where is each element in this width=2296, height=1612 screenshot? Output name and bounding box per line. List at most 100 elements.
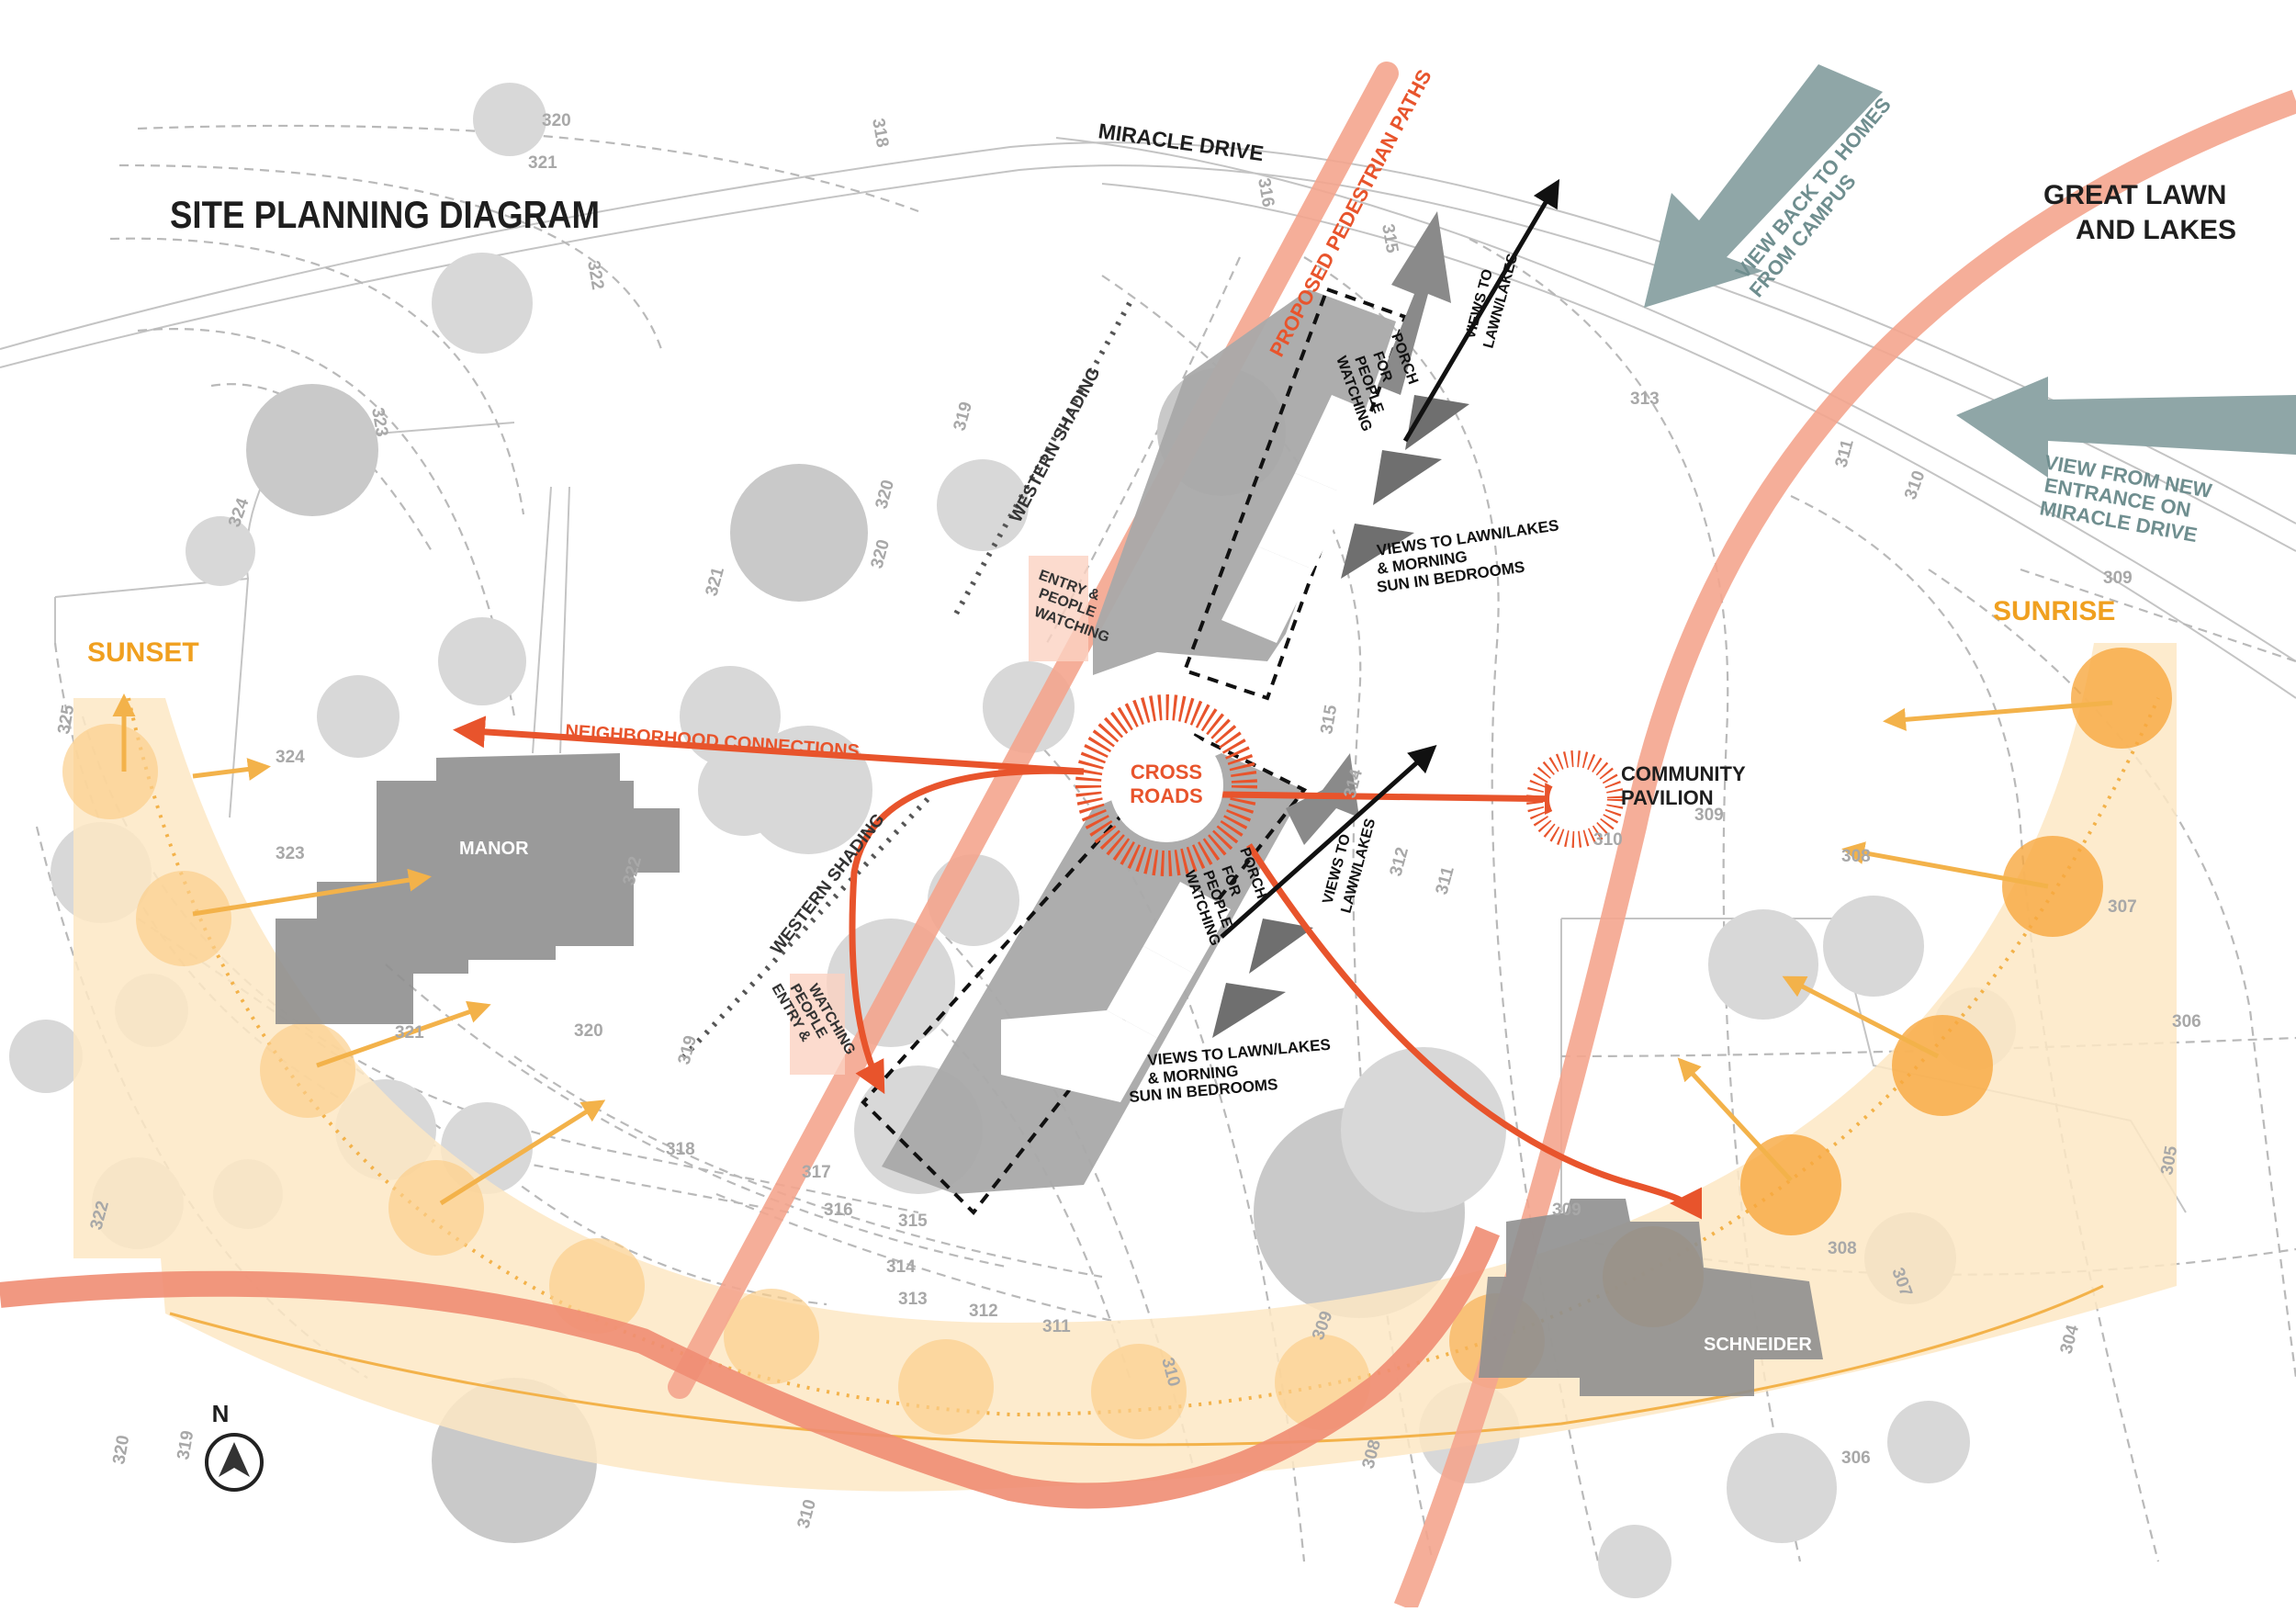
entry-zone-bottom	[790, 974, 845, 1075]
tree	[473, 83, 546, 156]
contour-label: 320	[574, 1021, 603, 1041]
unit-south-1	[1143, 882, 1231, 974]
schneider-label: SCHNEIDER	[1704, 1335, 1812, 1355]
sun-arrow	[1677, 1057, 1793, 1182]
views-bedroom-line: VIEWS TO LAWN/LAKES	[1147, 1036, 1332, 1069]
contour-label: 319	[951, 400, 976, 433]
contour-line	[715, 1192, 1121, 1325]
sunrise-label: SUNRISE	[1993, 596, 2115, 626]
pedestrian-path-ne	[668, 62, 1399, 1399]
contour-line	[137, 328, 516, 717]
great-lawn-label-2: AND LAKES	[2076, 215, 2236, 245]
views-bedroom-line: VIEWS TO LAWN/LAKES	[1376, 516, 1560, 559]
tree	[1823, 896, 1924, 997]
road-line	[1101, 183, 2296, 699]
contour-label: 321	[703, 565, 729, 598]
contour-label: 316	[824, 1201, 853, 1220]
contour-label: 312	[1387, 845, 1412, 878]
sun-arrow	[1841, 841, 2049, 889]
road-line	[532, 486, 570, 754]
porch-wedge	[1373, 450, 1442, 505]
page-title: SITE PLANNING DIAGRAM	[170, 193, 600, 236]
contour-line	[513, 1055, 1103, 1279]
views-arrow-label-bottom: VIEWS TO LAWN/LAKES	[1320, 817, 1379, 915]
contour-label: 306	[1841, 1449, 1871, 1468]
tree	[730, 464, 868, 602]
contour-label: 310	[1593, 830, 1623, 850]
proposed-bar-north-outline	[1182, 287, 1408, 701]
road-line	[1055, 137, 2296, 662]
contour-label: 318	[666, 1140, 695, 1159]
contour-line	[1928, 569, 2296, 1379]
contour-label: 309	[1694, 806, 1724, 825]
sun-circle	[2002, 836, 2103, 937]
sun-circle	[388, 1160, 484, 1256]
street-label-miracle-drive: MIRACLE DRIVE	[1097, 118, 1265, 165]
contour-label: 324	[276, 748, 305, 767]
crossroads-center	[1109, 728, 1223, 842]
tree	[438, 617, 526, 705]
entry-arrow	[849, 767, 1085, 1095]
tree	[1708, 909, 1818, 1020]
tree	[1887, 1401, 1970, 1483]
contour-line	[109, 237, 525, 515]
contour-label: 308	[1841, 847, 1871, 866]
views-bedroom-label-top: VIEWS TO LAWN/LAKES & MORNING SUN IN BED…	[1376, 516, 1560, 596]
direction-arrow-south	[1286, 753, 1359, 845]
sun-arrows	[112, 693, 2113, 1206]
tree	[9, 1020, 83, 1093]
sunset-label: SUNSET	[87, 637, 199, 668]
shading-line-top	[952, 301, 1132, 617]
shading-line-bottom	[681, 796, 930, 1059]
tree	[317, 675, 400, 758]
contour-label: 314	[886, 1257, 916, 1277]
pavilion-center	[1549, 773, 1601, 825]
contour-label: 322	[583, 259, 607, 291]
schneider-building	[1479, 1199, 1823, 1396]
contour-label: 315	[898, 1212, 928, 1231]
tree	[246, 384, 378, 516]
contour-label: 319	[174, 1429, 197, 1461]
pedestrian-path-east	[1393, 89, 2296, 1612]
contour-label: 317	[802, 1163, 831, 1182]
neighborhood-arrow-west	[453, 716, 1085, 775]
contour-line	[1303, 256, 1600, 1562]
pavilion-burst	[1526, 750, 1624, 848]
tree	[432, 253, 533, 354]
porch-wedge	[1341, 524, 1414, 579]
schneider-arrow	[1246, 843, 1703, 1220]
sun-arrow	[1883, 700, 2113, 731]
proposed-bar-north	[1093, 289, 1396, 675]
buildings	[276, 211, 1823, 1396]
porch-wedge	[1405, 395, 1469, 450]
sun-band-edge	[169, 1284, 2104, 1447]
north-arrow: N	[205, 1400, 264, 1492]
views-arrow-label-top: VIEWS TO LAWN/LAKES	[1462, 252, 1521, 350]
sun-circle	[1740, 1134, 1841, 1235]
sun-arrow	[192, 758, 271, 781]
manor-label: MANOR	[459, 839, 529, 859]
north-arrow-glyph	[219, 1442, 250, 1477]
view-arrow-back-to-homes	[1644, 64, 1883, 308]
view-arrow-south	[1220, 745, 1437, 939]
contour-label: 316	[1254, 176, 1277, 209]
proposed-bar-south-outline	[861, 732, 1308, 1216]
contour-line	[385, 964, 1011, 1269]
unit-north-2	[1258, 473, 1350, 569]
crossroads-label-2: ROADS	[1130, 784, 1202, 807]
contour-label: 309	[1552, 1201, 1581, 1220]
contour-label: 304	[2057, 1323, 2084, 1356]
contour-label: 320	[872, 478, 898, 511]
crossroads-burst	[1075, 694, 1257, 876]
contour-label: 321	[528, 153, 557, 173]
sun-circle	[62, 724, 158, 819]
contour-label: 309	[2103, 569, 2133, 588]
sun-circle	[898, 1339, 994, 1435]
community-pavilion-label-2: PAVILION	[1621, 786, 1714, 809]
pavilion-arrow	[1221, 783, 1577, 816]
shading-lines	[681, 301, 1132, 1059]
teal-arrows	[1644, 64, 2296, 478]
pavilion-ring	[1526, 750, 1624, 848]
